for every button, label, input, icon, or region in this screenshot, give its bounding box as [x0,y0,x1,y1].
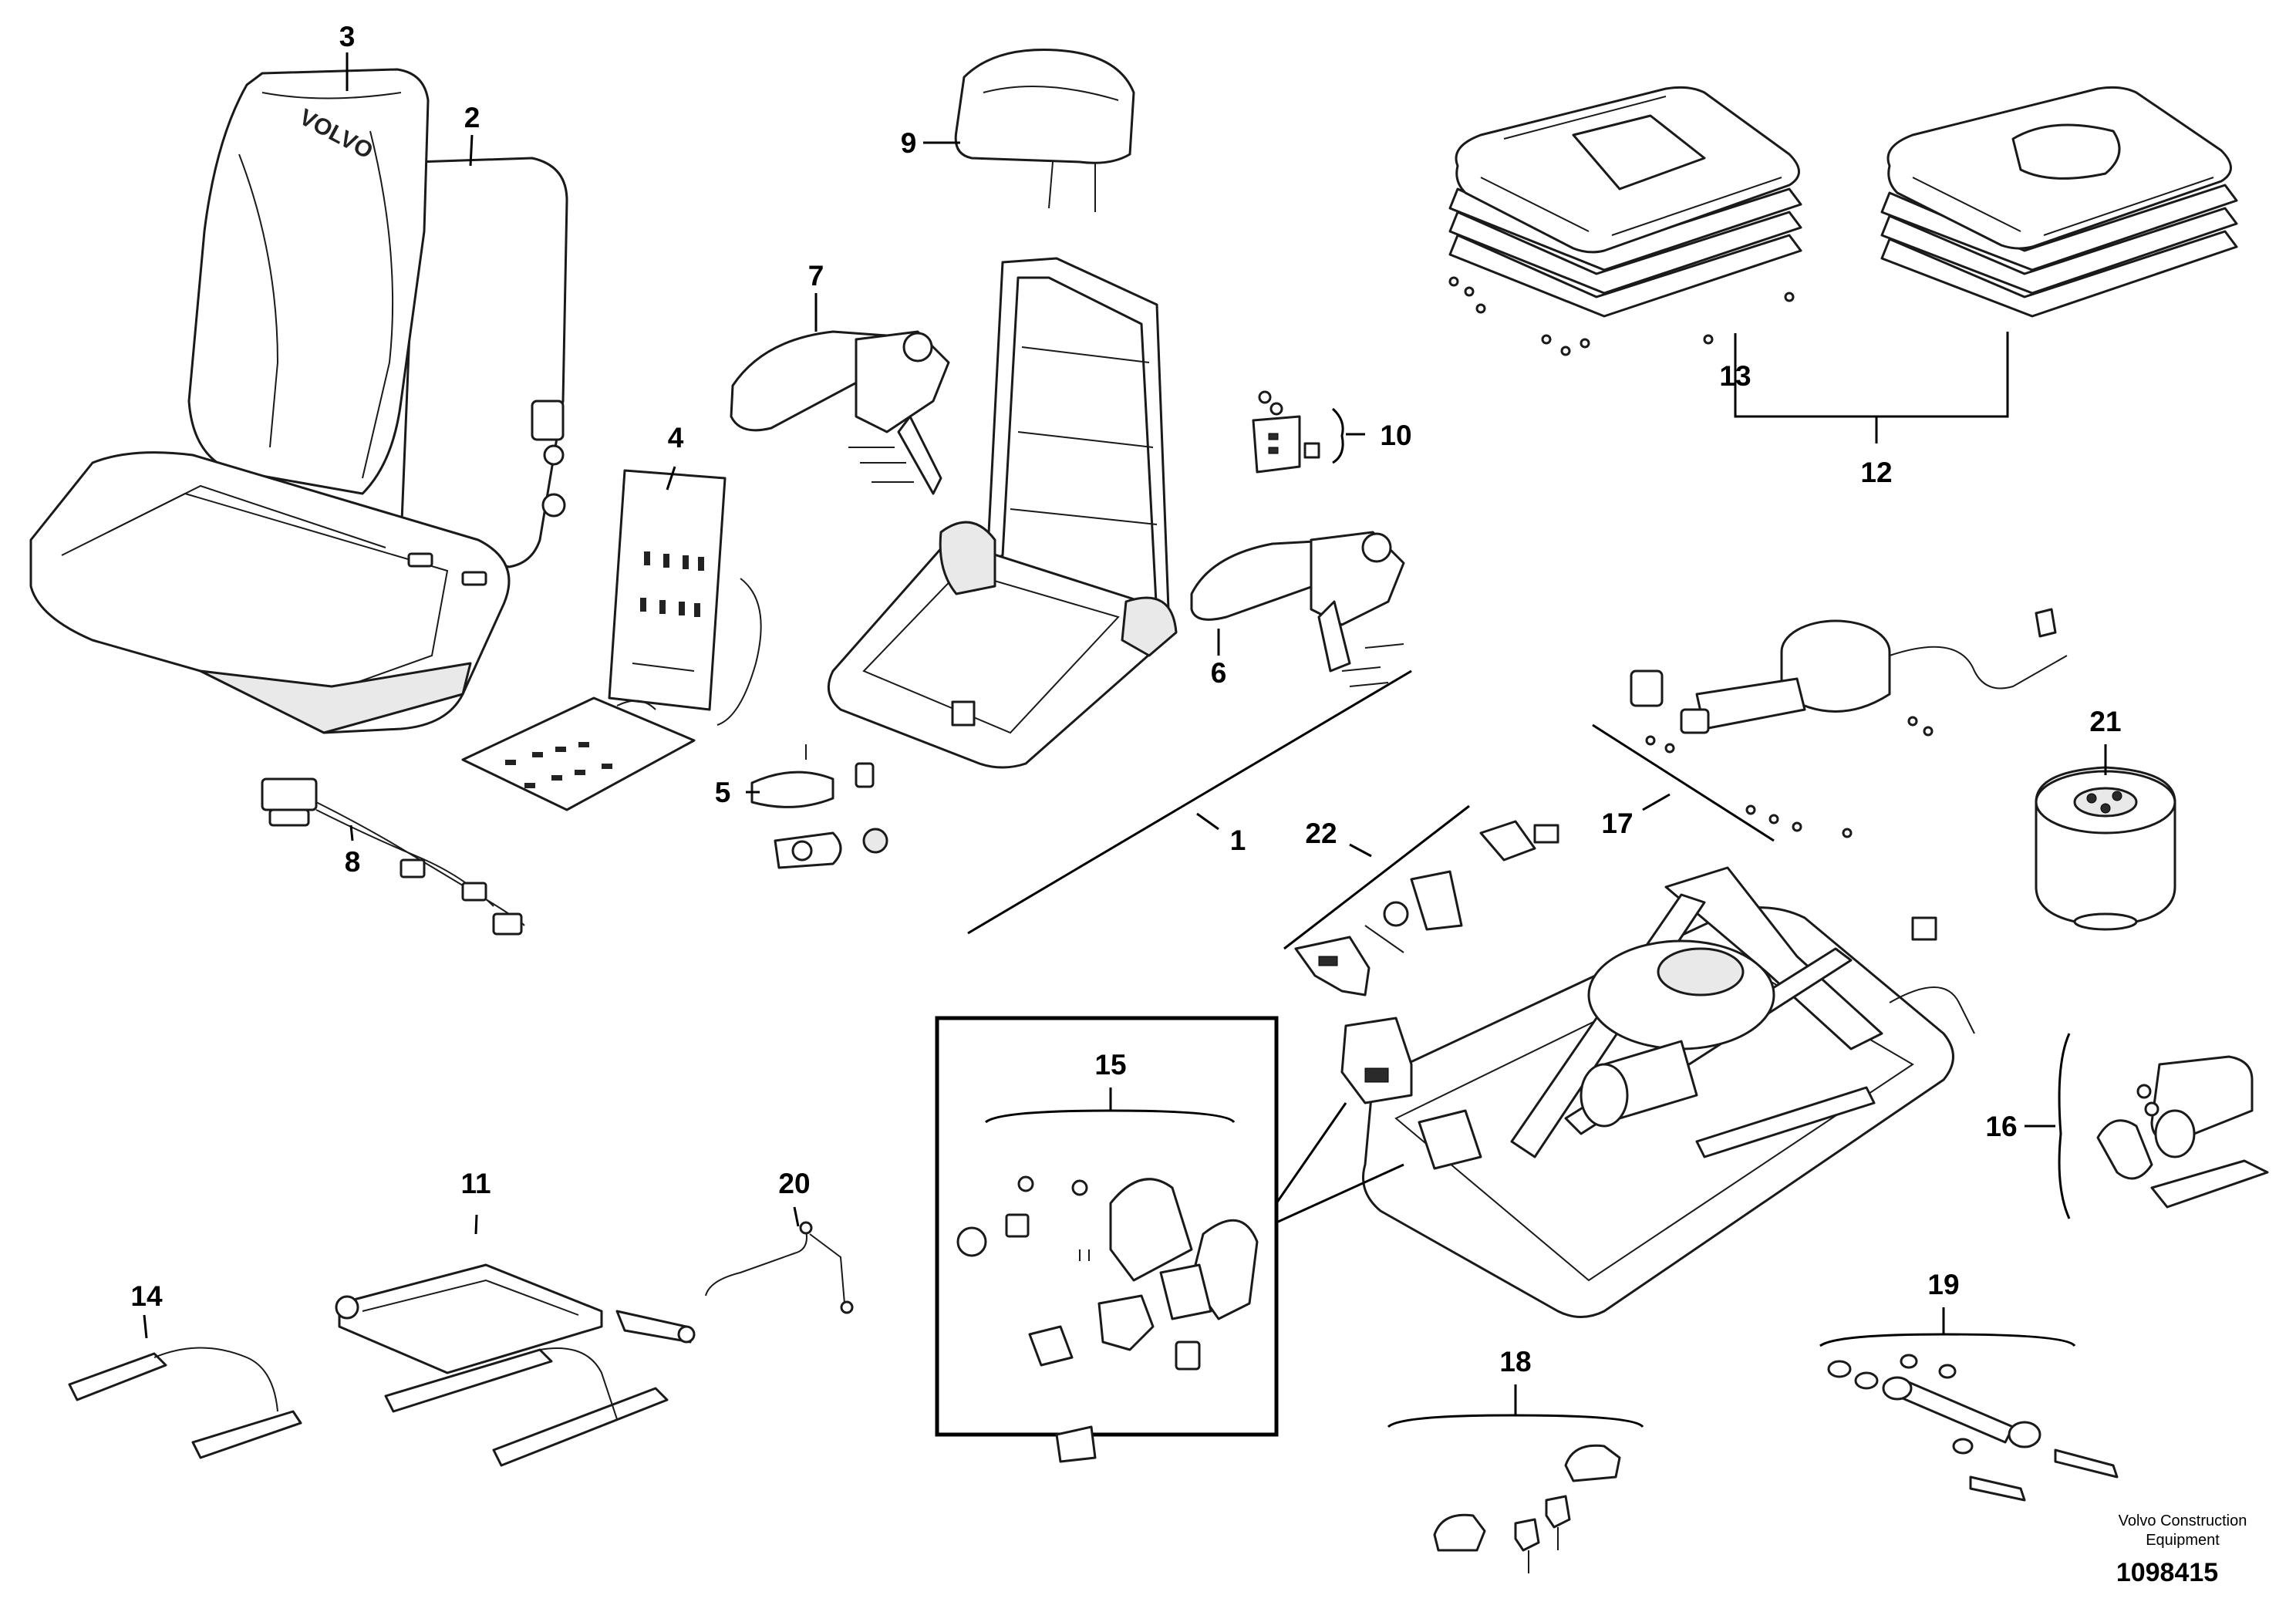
callout-21: 21 [2089,706,2121,737]
callout-6: 6 [1211,657,1227,689]
release-cable-illustration [705,1221,854,1314]
right-armrest-illustration [1190,531,1405,687]
switch-panel-illustration [1252,390,1320,474]
wire-harness-illustration [261,777,525,936]
left-armrest-illustration [730,330,950,495]
detail-inset-parts-illustration [956,1175,1259,1463]
callout-17: 17 [1601,808,1633,839]
callout-7: 7 [808,260,824,292]
suspension-base-illustration [1340,866,1975,1318]
callout-14: 14 [130,1280,163,1312]
callout-8: 8 [345,846,361,878]
callout-9: 9 [901,127,917,159]
seat-slide-handle-illustration [68,1347,302,1459]
callout-10: 10 [1380,420,1411,451]
callout-labels: 3 2 4 9 7 6 10 13 12 1 5 8 22 17 21 16 1… [130,21,2121,1378]
leader-lines [143,52,2107,1428]
callout-2: 2 [464,102,480,133]
air-pump-harness-illustration [1630,608,2068,838]
lumbar-adjuster-illustration [750,744,888,869]
callout-22: 22 [1305,818,1337,849]
callout-18: 18 [1499,1346,1531,1378]
seat-heating-pad-illustration [461,469,762,811]
cushion-screws [1448,276,1795,356]
footer-credit: Volvo Construction Equipment 1098415 [2116,1512,2247,1587]
headrest-illustration [954,48,1135,212]
credit-line-2: Equipment [2146,1532,2220,1549]
callout-3: 3 [339,21,356,52]
callout-11: 11 [460,1168,491,1199]
callout-5: 5 [715,777,731,808]
cushion-stack-left-illustration [1448,86,1802,318]
air-spring-illustration [2035,766,2176,931]
sensor-bracket-illustration [1294,820,1559,996]
shock-absorber-illustration [1827,1354,2119,1502]
seat-assembly-illustration: VOLVO [29,68,568,734]
callout-15: 15 [1094,1049,1126,1081]
callout-13: 13 [1719,360,1751,392]
callout-4: 4 [668,422,684,454]
detail-inset-frame [935,1016,1279,1437]
credit-line-1: Volvo Construction [2119,1512,2247,1529]
bump-stops-illustration [1433,1444,1621,1573]
callout-12: 12 [1860,457,1892,488]
callout-1: 1 [1230,824,1246,856]
document-number: 1098415 [2116,1558,2218,1587]
callout-19: 19 [1927,1269,1959,1300]
compressor-illustration [2096,1055,2269,1209]
seat-slide-rails-illustration [335,1263,696,1467]
callout-16: 16 [1985,1111,2017,1142]
backrest-frame-illustration [827,257,1178,769]
callout-20: 20 [778,1168,810,1199]
cushion-stack-right-illustration [1880,86,2238,318]
